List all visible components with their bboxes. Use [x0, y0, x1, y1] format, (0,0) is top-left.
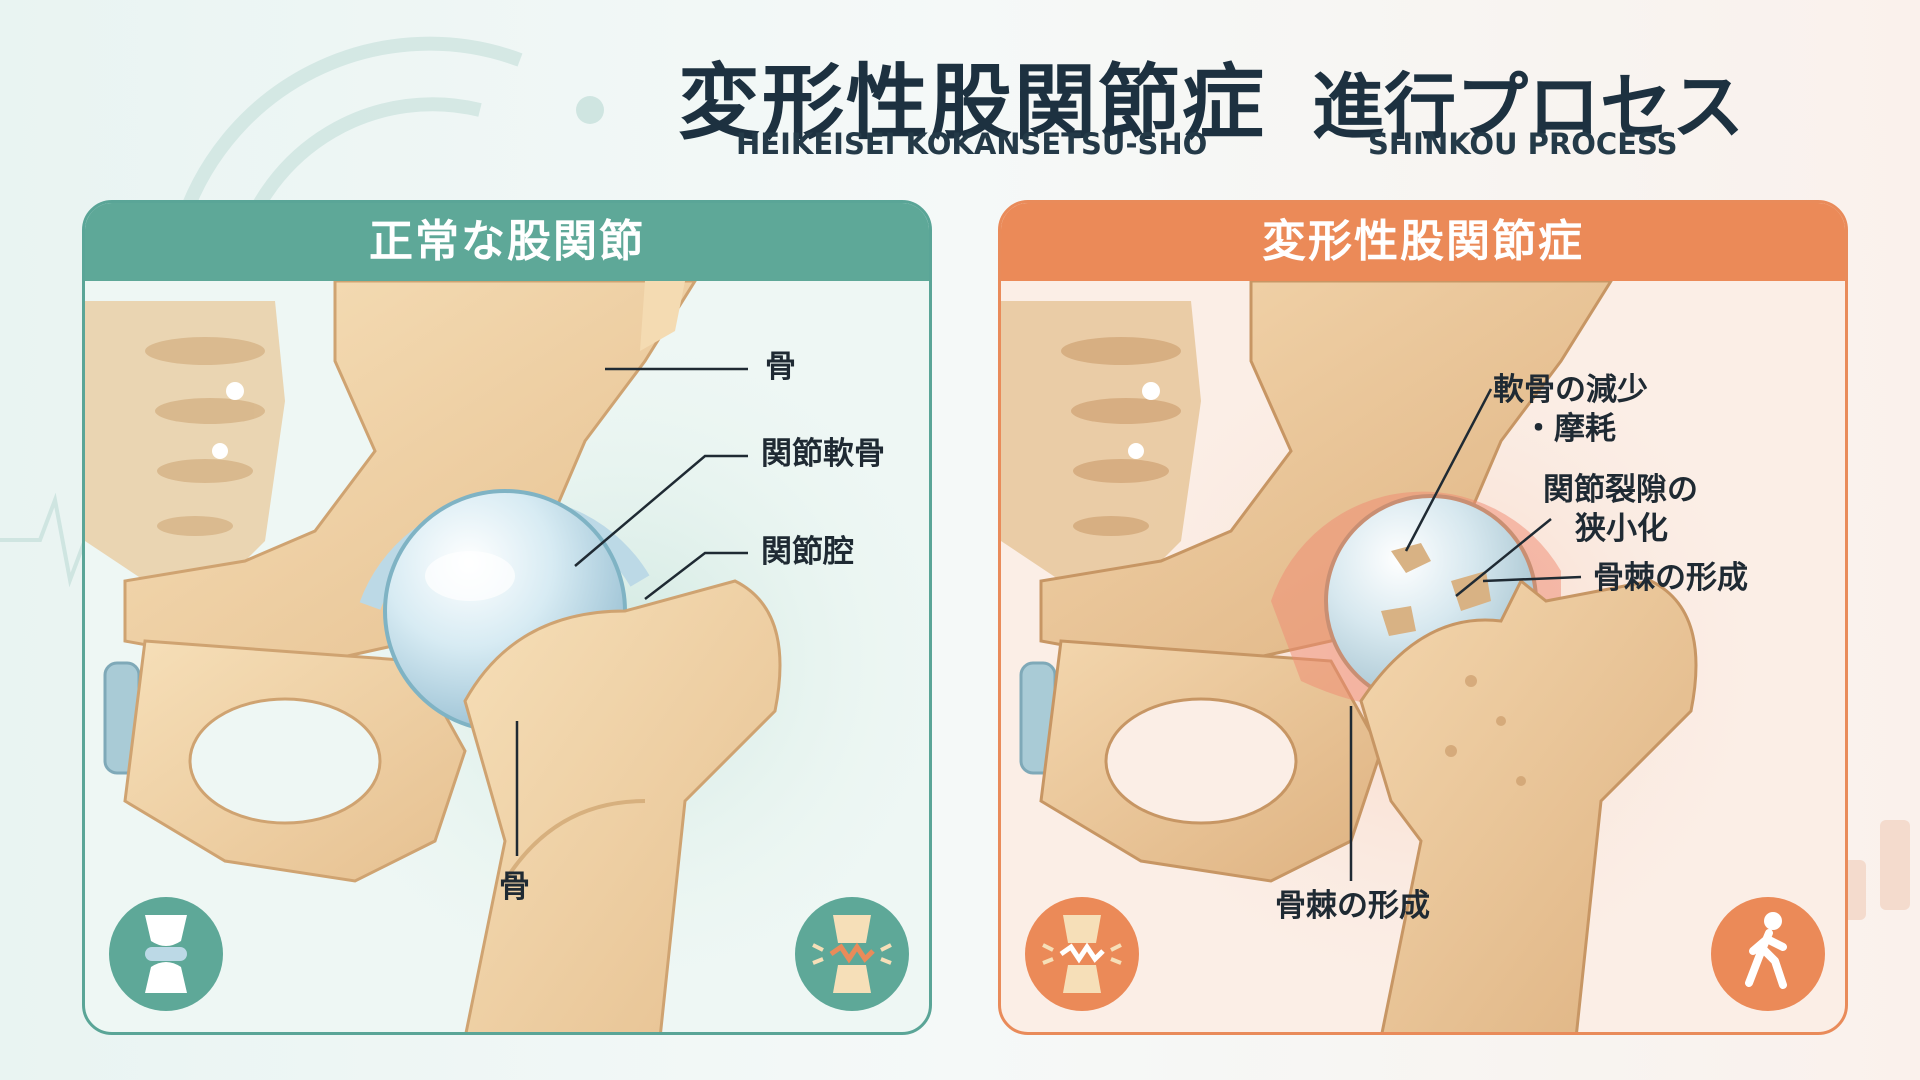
- title-romanization: HEIKEISEI KOKANSETSU-SHO: [736, 127, 1208, 161]
- page-subtitle: 進行プロセス: [1312, 65, 1745, 149]
- joint-cavity-label: 関節腔: [761, 534, 854, 570]
- cartilage-loss-label-1: 軟骨の減少: [1493, 372, 1648, 408]
- bone-label-top: 骨: [765, 349, 796, 385]
- osteoarthritis-panel: 変形性股関節症: [998, 200, 1848, 1035]
- osteoarthritis-illustration: [1001, 281, 1791, 1032]
- cartilage-loss-label-2: ・摩耗: [1523, 411, 1616, 447]
- cartilage-label: 関節軟骨: [761, 436, 885, 472]
- normal-hip-heading: 正常な股関節: [85, 203, 929, 281]
- subtitle-romanization: SHINKOU PROCESS: [1368, 127, 1678, 161]
- normal-hip-illustration: [85, 281, 929, 1032]
- healthy-joint-icon: [109, 897, 223, 1011]
- joint-space-narrowing-label-2: 狭小化: [1575, 511, 1668, 547]
- normal-hip-panel: 正常な股関節: [82, 200, 932, 1035]
- osteoarthritis-heading: 変形性股関節症: [1001, 203, 1845, 281]
- walking-person-icon: [1711, 897, 1825, 1011]
- header: 変形性股関節症 進行プロセス HEIKEISEI KOKANSETSU-SHO …: [0, 30, 1920, 170]
- damaged-joint-icon: [1025, 897, 1139, 1011]
- osteophyte-label-right: 骨棘の形成: [1593, 560, 1748, 596]
- painful-joint-icon: [795, 897, 909, 1011]
- joint-space-narrowing-label-1: 関節裂隙の: [1543, 472, 1698, 508]
- osteophyte-label-bottom: 骨棘の形成: [1275, 888, 1430, 924]
- bone-label-bottom: 骨: [499, 869, 530, 905]
- page-title: 変形性股関節症: [678, 56, 1267, 151]
